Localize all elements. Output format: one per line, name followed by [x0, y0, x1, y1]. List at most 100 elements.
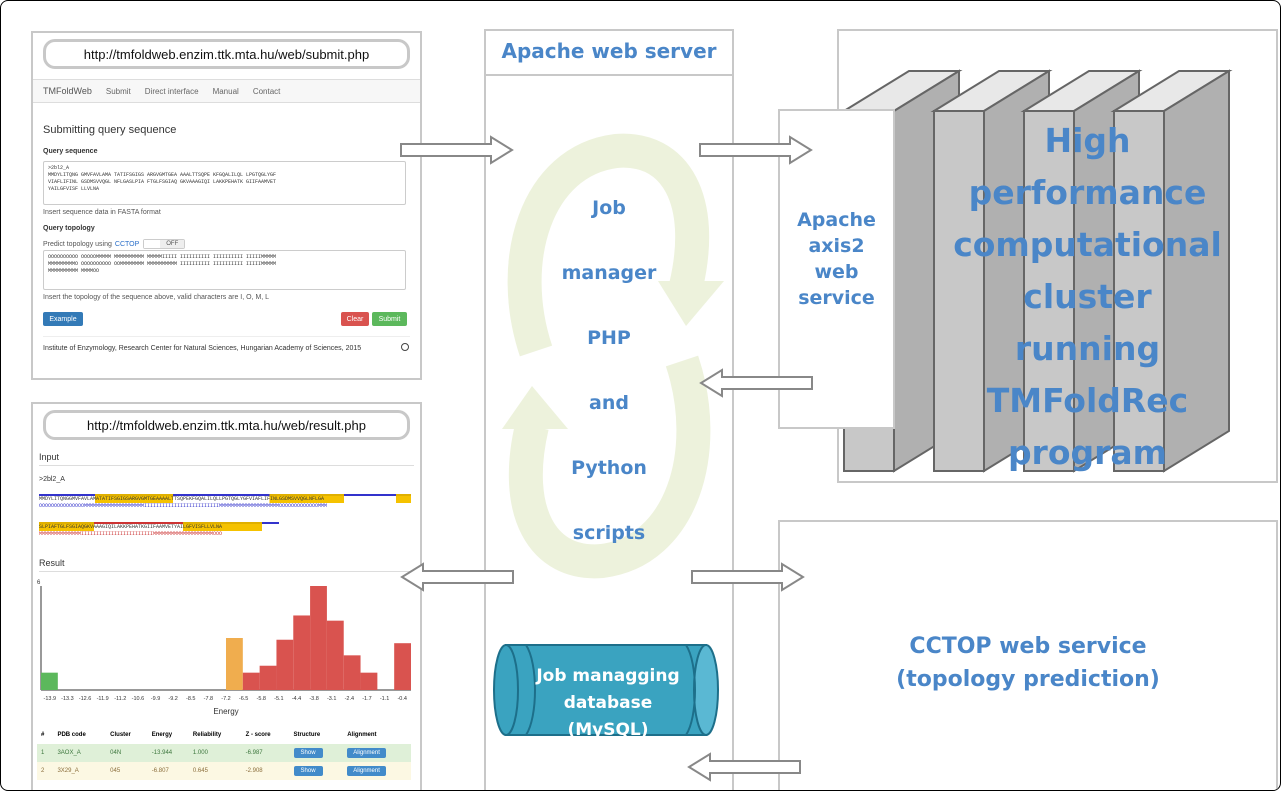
row-structure-cell: Show: [290, 744, 344, 762]
sequence-textarea[interactable]: >2bl2_A MMDYLITQNG GMVFAVLAMA TATIFSGIGS…: [43, 161, 406, 205]
database-cylinder: Job managging database (MySQL): [492, 643, 720, 740]
alignment-button[interactable]: Alignment: [347, 766, 386, 776]
axis2-line: web: [814, 261, 859, 283]
topology-text: MMMMMMMMMMMMMMIIIIIIIIIIIIIIIIIIIIIIIIMM…: [39, 531, 223, 537]
x-tick-label: -3.8: [309, 696, 318, 702]
result-divider: [39, 571, 414, 572]
x-tick-label: -5.8: [256, 696, 265, 702]
submit-navbar: TMFoldWeb Submit Direct interface Manual…: [33, 79, 420, 103]
example-button[interactable]: Example: [43, 312, 83, 326]
energy-histogram: 6-13.9-13.3-12.6-11.9-11.2-10.6-9.9-9.2-…: [37, 580, 411, 716]
nav-item-manual[interactable]: Manual: [212, 86, 239, 96]
sequence-help: Insert sequence data in FASTA format: [43, 209, 161, 216]
x-tick-label: -11.9: [97, 696, 109, 702]
sequence-line: >2bl2_A: [48, 165, 70, 171]
cctop-text: CCTOP web service (topology prediction): [780, 630, 1276, 696]
row-pdb: 3X29_A: [57, 768, 79, 774]
row-energy: -6.807: [151, 768, 169, 774]
job-line: Job: [592, 197, 626, 219]
result-page-panel: http://tmfoldweb.enzim.ttk.mta.hu/web/re…: [31, 402, 422, 790]
result-url-bar[interactable]: http://tmfoldweb.enzim.ttk.mta.hu/web/re…: [43, 410, 410, 440]
topology-line: OOOOOOOOOO OOOOOMMMMM MMMMMMMMMM MMMMMII…: [48, 254, 277, 260]
info-icon[interactable]: [401, 343, 409, 351]
row-reliability: 0.645: [192, 768, 208, 774]
alignment-button[interactable]: Alignment: [347, 748, 386, 758]
x-tick-label: -6.5: [239, 696, 248, 702]
arrow-left-icon: [400, 562, 514, 592]
axis2-line: service: [798, 287, 875, 309]
x-tick-label: -13.3: [61, 696, 74, 702]
header-cluster: Cluster: [110, 732, 131, 738]
cctop-line: (topology prediction): [896, 667, 1160, 692]
arrow-left-icon: [699, 368, 813, 398]
apache-server-panel: Apache web server Job manager PHP and Py…: [484, 29, 734, 790]
cctop-panel: CCTOP web service (topology prediction): [778, 520, 1278, 790]
row-num: 2: [41, 768, 45, 774]
row-zscore: -6.987: [245, 750, 263, 756]
header-energy: Energy: [151, 732, 173, 738]
x-tick-label: -0.4: [397, 696, 406, 702]
x-tick-label: -7.8: [204, 696, 213, 702]
job-manager-text: Job manager PHP and Python scripts: [486, 176, 732, 566]
row-alignment-cell: Alignment: [343, 762, 411, 780]
sequence-text: MMDYLITQNGGMVFAVLAMATATIFSGIGSARGVGMTGEA…: [39, 496, 411, 503]
y-max-label: 6: [37, 580, 41, 586]
apache-title: Apache web server: [501, 39, 717, 63]
show-structure-button[interactable]: Show: [293, 748, 323, 758]
topology-textarea[interactable]: OOOOOOOOOO OOOOOMMMMM MMMMMMMMMM MMMMMII…: [43, 250, 406, 290]
x-tick-label: -4.4: [292, 696, 301, 702]
nav-item-contact[interactable]: Contact: [252, 86, 281, 96]
x-tick-label: -9.9: [151, 696, 160, 702]
axis2-panel: Apache axis2 web service: [778, 109, 895, 429]
job-line: scripts: [572, 522, 646, 544]
cluster-panel: High performance computational cluster r…: [837, 29, 1278, 483]
histogram-bar: [41, 672, 58, 690]
cluster-line: program: [1007, 433, 1168, 472]
histogram-bar: [343, 655, 361, 690]
result-table: # PDB code Cluster Energy Reliability Z …: [37, 726, 411, 780]
x-tick-label: -7.2: [221, 696, 230, 702]
nav-item-direct-interface[interactable]: Direct interface: [144, 86, 199, 96]
cctop-link[interactable]: CCTOP: [114, 240, 140, 248]
clear-button[interactable]: Clear: [341, 312, 369, 326]
histogram-bar: [242, 672, 260, 690]
toggle-label: OFF: [160, 240, 185, 248]
header-structure: Structure: [293, 732, 321, 738]
cctop-toggle[interactable]: OFF: [143, 239, 186, 249]
result-heading: Result: [39, 558, 65, 568]
job-line: manager: [561, 262, 657, 284]
header-num: #: [41, 732, 45, 738]
arrow-right-icon: [691, 562, 805, 592]
sequence-track-1: MMDYLITQNGGMVFAVLAMATATIFSGIGSARGVGMTGEA…: [39, 494, 411, 510]
submit-title: Submitting query sequence: [43, 124, 177, 136]
x-axis-label: Energy: [213, 707, 238, 716]
topology-text: OOOOOOOOOOOOOOOMMMMMMMMMMMMMMMMMMMMIIIII…: [39, 503, 328, 509]
cluster-line: running: [1014, 329, 1161, 368]
predict-topology-row: Predict topology using CCTOP OFF: [43, 239, 186, 249]
row-zscore: -2.908: [245, 768, 263, 774]
show-structure-button[interactable]: Show: [293, 766, 323, 776]
nav-item-submit[interactable]: Submit: [105, 86, 131, 96]
row-cluster: 04N: [110, 750, 122, 756]
input-heading: Input: [39, 452, 60, 462]
nav-brand[interactable]: TMFoldWeb: [43, 86, 92, 96]
cycle-arrows: [502, 133, 724, 579]
x-tick-label: -10.6: [132, 696, 145, 702]
axis2-line: axis2: [808, 235, 865, 257]
submit-button[interactable]: Submit: [372, 312, 407, 326]
cluster-text: High performance computational cluster r…: [899, 115, 1276, 479]
axis2-text: Apache axis2 web service: [780, 207, 893, 311]
table-header-row: # PDB code Cluster Energy Reliability Z …: [37, 726, 411, 744]
submit-url-bar[interactable]: http://tmfoldweb.enzim.ttk.mta.hu/web/su…: [43, 39, 410, 69]
x-tick-label: -11.2: [114, 696, 126, 702]
cluster-line: computational: [953, 225, 1222, 264]
job-line: PHP: [587, 327, 631, 349]
histogram-bar: [276, 639, 294, 690]
x-tick-label: -2.4: [345, 696, 354, 702]
sequence-line: MMDYLITQNG GMVFAVLAMA TATIFSGIGS ARGVGMT…: [48, 172, 277, 178]
cluster-line: cluster: [1023, 277, 1152, 316]
track-line: [39, 494, 411, 496]
header-reliability: Reliability: [192, 732, 222, 738]
job-line: Python: [571, 457, 647, 479]
